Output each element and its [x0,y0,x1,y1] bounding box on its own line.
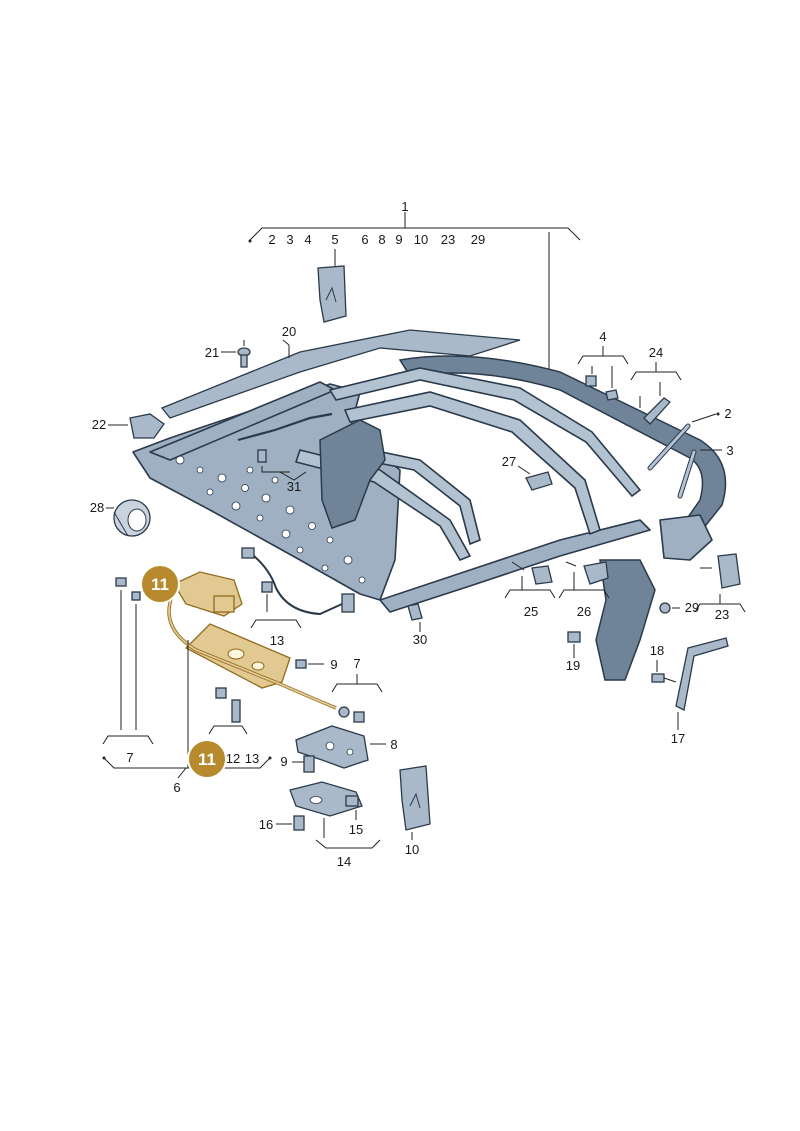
rod-2: 2 [647,406,732,471]
pin-30: 30 [407,603,427,647]
pad-27: 27 [502,454,553,491]
callout-27: 27 [502,454,516,469]
callout-30: 30 [413,632,427,647]
bracket-set-23: 23 [694,553,746,622]
callout-1: 1 [401,199,408,214]
grommet-29: 29 [659,600,699,615]
callout-8-top: 8 [378,232,385,247]
bolt-pair-12 [208,687,248,735]
svg-text:11: 11 [151,575,169,594]
callout-31: 31 [287,479,301,494]
bolt-9-upper: 9 [295,657,338,672]
rod-3: 3 [677,443,734,499]
callout-20: 20 [282,324,296,339]
bolts-left [102,577,154,745]
callout-7-right: 7 [353,656,360,671]
bracket-14: 15 16 14 [259,781,381,869]
callout-17: 17 [671,731,685,746]
callout-23-top: 23 [441,232,455,247]
bolt-19: 19 [566,631,581,673]
bolt-9-lower: 9 [280,754,315,773]
callout-3: 3 [726,443,733,458]
callout-29: 29 [685,600,699,615]
callout-22: 22 [92,417,106,432]
harness-13: 13 [241,547,355,648]
callout-26: 26 [577,604,591,619]
clip-set-24: 24 [630,345,682,425]
arm-17: 17 [671,637,729,746]
bracket-22: 22 [92,413,165,439]
document-sheet-5 [317,249,347,323]
callout-28: 28 [90,500,104,515]
callout-18: 18 [650,643,664,658]
callout-12: 12 [226,751,240,766]
bracket-7-right: 7 [331,656,383,723]
group-bracket-1: 1 2 3 4 5 6 8 9 10 23 29 [248,199,581,372]
roof-frame [149,355,727,681]
callout-21: 21 [205,345,219,360]
panel-holes [175,455,366,584]
drive-unit-11 [167,571,337,710]
hinge-8: 8 [295,725,398,769]
callout-25: 25 [524,604,538,619]
svg-text:11: 11 [198,750,216,769]
document-sheet-10: 10 [399,765,431,857]
callout-7-left: 7 [126,750,133,765]
callout-13-bottom: 13 [245,751,259,766]
highlight-badge-11-bottom: 11 [187,739,227,779]
callout-8: 8 [390,737,397,752]
callout-3-top: 3 [286,232,293,247]
clip-21: 21 [205,340,251,368]
callout-13: 13 [270,633,284,648]
callout-16: 16 [259,817,273,832]
callout-10-top: 10 [414,232,428,247]
bracket-6-group: 7 12 13 6 [102,640,272,795]
callout-6: 6 [173,780,180,795]
callout-19: 19 [566,658,580,673]
clip-set-25: 25 [504,561,556,619]
callout-9-mid: 9 [330,657,337,672]
callout-23: 23 [715,607,729,622]
callout-24: 24 [649,345,663,360]
cable-31: 31 [237,412,333,494]
callout-9-lower: 9 [280,754,287,769]
highlight-badge-11-top: 11 [140,564,180,604]
callout-9-top: 9 [395,232,402,247]
callout-10: 10 [405,842,419,857]
callout-14: 14 [337,854,351,869]
callout-4-top: 4 [304,232,311,247]
clip-set-4: 4 [577,329,629,401]
callout-15: 15 [349,822,363,837]
bolt-18: 18 [650,643,677,683]
callout-29-top: 29 [471,232,485,247]
tape-roll-28: 28 [90,499,151,537]
callout-2: 2 [724,406,731,421]
callout-6-top: 6 [361,232,368,247]
callout-2-top: 2 [268,232,275,247]
clip-set-26: 26 [558,561,610,619]
callout-5-top: 5 [331,232,338,247]
callout-4: 4 [599,329,606,344]
